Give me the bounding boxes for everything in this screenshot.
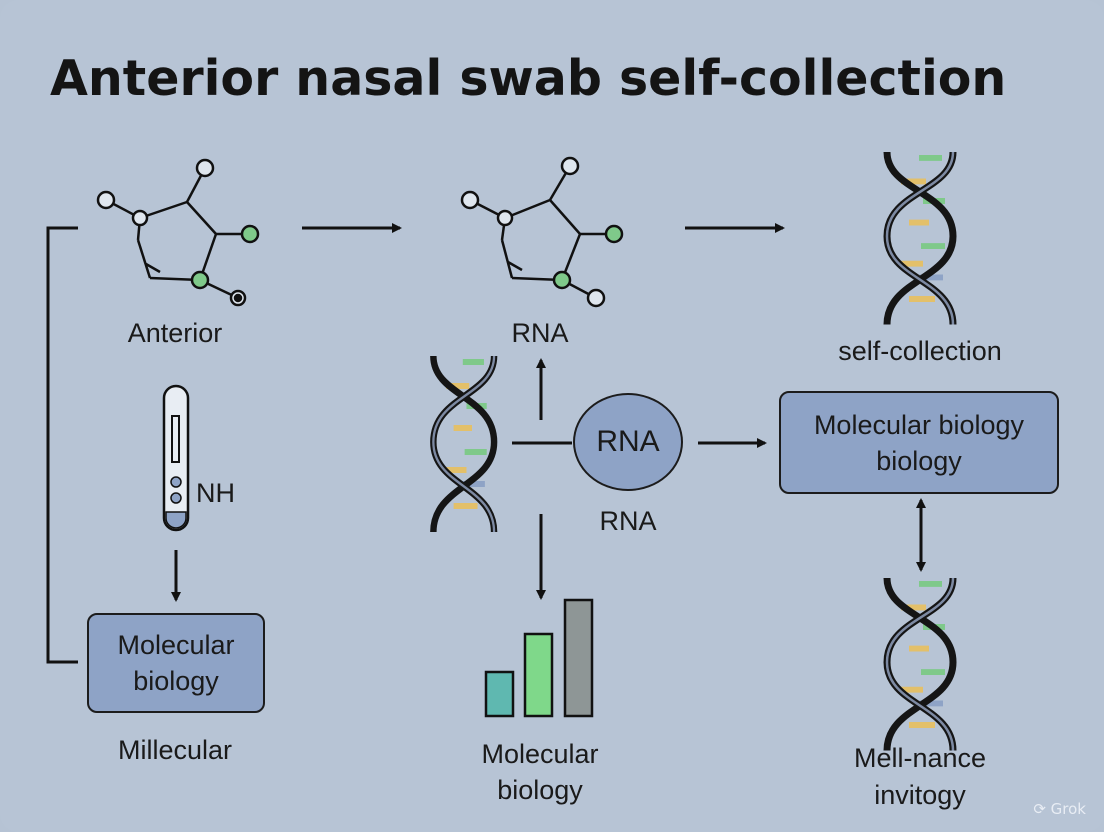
label-anterior: Anterior <box>127 318 223 348</box>
molecule-icon-left <box>96 158 260 307</box>
label-millecular: Millecular <box>117 735 233 765</box>
watermark: ⟳ Grok <box>1033 800 1086 818</box>
node-left-line1: Molecular <box>117 630 235 660</box>
diagram-title: Anterior nasal swab self-collection <box>50 50 1007 107</box>
node-molecular-biology-right: Molecular biology biology <box>779 391 1059 494</box>
label-rna-molecule: RNA <box>511 318 569 348</box>
label-tube-nh: NH <box>196 478 235 508</box>
watermark-icon: ⟳ <box>1033 800 1051 818</box>
label-rna-caption: RNA <box>599 506 657 536</box>
node-left-line2: biology <box>133 666 219 696</box>
label-bars-line1: Molecular <box>481 739 599 769</box>
node-right-line1: Molecular biology <box>813 409 1025 440</box>
node-right-line2: biology <box>876 445 962 476</box>
label-molecular-biology-bars: Molecular biology <box>440 736 640 808</box>
dna-helix-icon-bottom-right <box>887 578 953 750</box>
molecule-icon-middle <box>460 156 624 308</box>
left-bracket-connector <box>46 226 78 664</box>
watermark-text: Grok <box>1050 800 1086 818</box>
node-molecular-biology-left: Molecular biology <box>87 613 265 713</box>
node-rna-circle: RNA <box>573 393 683 491</box>
label-bars-line2: biology <box>497 775 583 805</box>
dna-helix-icon-middle <box>433 356 494 532</box>
dna-helix-icon-top-right <box>887 152 953 324</box>
label-dna-bottom-line1: Mell-nance <box>853 743 987 773</box>
bar-chart-icon <box>484 598 594 718</box>
test-tube-icon <box>162 384 190 532</box>
label-self-collection: self-collection <box>838 336 1002 366</box>
label-dna-bottom-line2: invitogy <box>874 780 966 810</box>
label-dna-bottom: Mell-nance invitogy <box>810 740 1030 814</box>
